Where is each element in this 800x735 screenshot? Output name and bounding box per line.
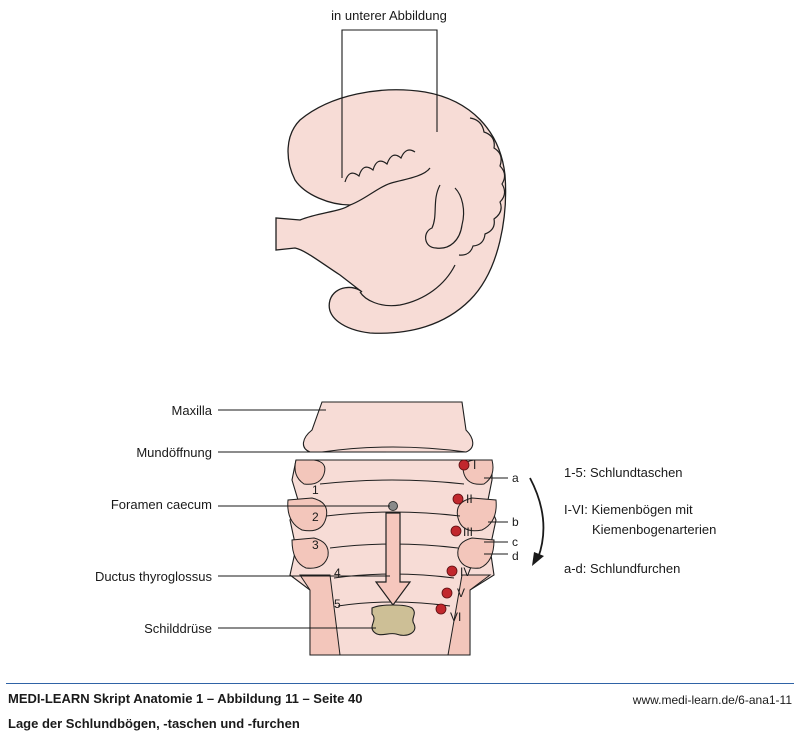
embryo-arch-bumps bbox=[344, 149, 416, 183]
callout-label: in unterer Abbildung bbox=[331, 8, 447, 23]
arch-artery-dot bbox=[446, 565, 458, 577]
arch-numeral-II: II bbox=[466, 492, 473, 506]
embryo-lower-limb-bud bbox=[359, 264, 456, 307]
embryo-somites bbox=[458, 117, 506, 256]
footer-title: MEDI-LEARN Skript Anatomie 1 – Abbildung… bbox=[8, 691, 363, 706]
arch-artery-dot bbox=[450, 525, 462, 537]
pouch-number-5: 5 bbox=[334, 597, 341, 611]
embryo-inner-contour bbox=[349, 167, 431, 206]
legend-arches-line1: I-VI: Kiemenbögen mit bbox=[564, 502, 693, 517]
maxilla-shape bbox=[302, 401, 474, 453]
label-ductus-thyroglossus: Ductus thyroglossus bbox=[95, 569, 213, 584]
legend-furrows: a-d: Schlundfurchen bbox=[564, 561, 680, 576]
legend-arches-line2: Kiemenbogenarterien bbox=[592, 522, 716, 537]
legend-pouches: 1-5: Schlundtaschen bbox=[564, 465, 683, 480]
label-mundoeffnung: Mundöffnung bbox=[136, 445, 212, 460]
arch-artery-dot bbox=[435, 603, 447, 615]
arch-artery-dots bbox=[435, 459, 470, 615]
callout-bracket bbox=[341, 29, 438, 178]
label-foramen-caecum: Foramen caecum bbox=[111, 497, 212, 512]
footer-divider bbox=[6, 683, 794, 684]
pouch-number-1: 1 bbox=[312, 483, 319, 497]
furrow-letter-c: c bbox=[512, 535, 518, 549]
thyroid-gland bbox=[371, 604, 416, 636]
furrow-leaders bbox=[484, 477, 508, 555]
arch-artery-dot bbox=[441, 587, 453, 599]
legend: 1-5: Schlundtaschen I-VI: Kiemenbögen mi… bbox=[564, 465, 716, 576]
furrow-letter-a: a bbox=[512, 471, 519, 485]
arch-artery-dot bbox=[458, 459, 470, 471]
footer-subtitle: Lage der Schlundbögen, -taschen und -fur… bbox=[8, 716, 300, 731]
label-schilddruese: Schilddrüse bbox=[144, 621, 212, 636]
embryo-upper-limb-bud bbox=[425, 184, 465, 249]
arch-4-right bbox=[447, 574, 492, 656]
arch-4-left bbox=[299, 574, 341, 656]
arch-3-left bbox=[291, 537, 329, 569]
left-leaders bbox=[218, 409, 390, 629]
embryo-body bbox=[275, 89, 507, 334]
furrow-letter-d: d bbox=[512, 549, 519, 563]
arch-numeral-I: I bbox=[473, 458, 476, 472]
embryo-illustration bbox=[275, 89, 507, 334]
arch-artery-dot bbox=[452, 493, 464, 505]
label-maxilla: Maxilla bbox=[172, 403, 213, 418]
pouch-number-4: 4 bbox=[334, 566, 341, 580]
arch-numeral-IV: IV bbox=[460, 565, 471, 579]
footer-url-link[interactable]: www.medi-learn.de/6-ana1-11 bbox=[632, 693, 792, 707]
pouch-number-3: 3 bbox=[312, 538, 319, 552]
curved-arrow bbox=[529, 477, 545, 566]
thyroid-descent-arrow bbox=[374, 512, 412, 607]
arch-1-left bbox=[294, 459, 326, 485]
furrow-letter-b: b bbox=[512, 515, 519, 529]
arch-numeral-III: III bbox=[463, 525, 473, 539]
pouch-number-2: 2 bbox=[312, 510, 319, 524]
arch-numeral-V: V bbox=[457, 586, 465, 600]
arch-3-right bbox=[457, 537, 495, 569]
arch-numeral-VI: VI bbox=[450, 610, 461, 624]
